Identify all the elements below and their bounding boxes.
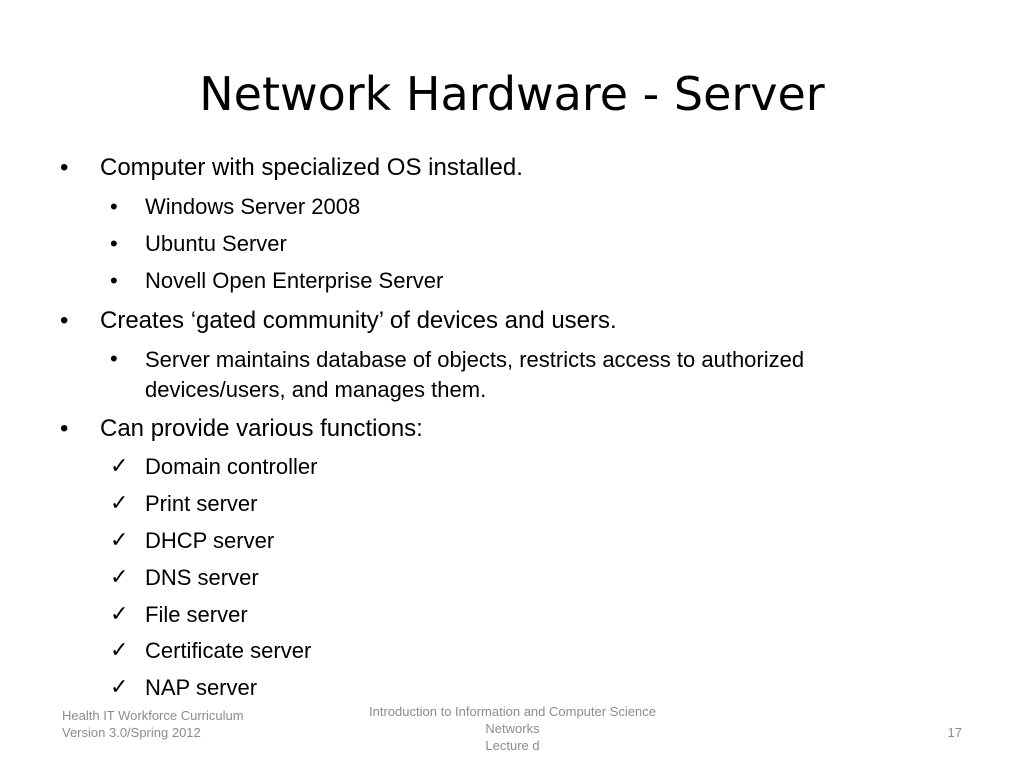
bullet-icon: • (60, 307, 69, 334)
check-item-text: Certificate server (145, 638, 312, 663)
bullet-text: Creates ‘gated community’ of devices and… (100, 307, 617, 334)
bullet-text: Computer with specialized OS installed. (100, 154, 523, 181)
checkmark-icon: ✓ (110, 528, 129, 553)
sub-bullet-text: Windows Server 2008 (145, 194, 361, 219)
slide-title: Network Hardware - Server (199, 67, 825, 121)
footer-curriculum: Health IT Workforce Curriculum Version 3… (62, 707, 342, 741)
check-item-text: File server (145, 602, 248, 627)
bullet-icon: • (110, 346, 118, 371)
sub-bullet-text: Server maintains database of objects, re… (145, 347, 805, 402)
bullet-text: Can provide various functions: (100, 415, 423, 442)
footer-course-title: Introduction to Information and Computer… (369, 704, 656, 719)
page-number: 17 (947, 725, 962, 740)
footer-version: Version 3.0/Spring 2012 (62, 725, 201, 740)
sub-bullet-text: Ubuntu Server (145, 231, 287, 256)
footer-unit: Networks (485, 721, 540, 736)
bullet-icon: • (60, 415, 69, 442)
bullet-icon: • (110, 194, 118, 219)
check-item-text: Domain controller (145, 454, 318, 479)
bullet-icon: • (110, 268, 118, 293)
footer-course: Introduction to Information and Computer… (340, 703, 685, 754)
checkmark-icon: ✓ (110, 602, 129, 627)
checkmark-icon: ✓ (110, 565, 129, 590)
bullet-icon: • (110, 231, 118, 256)
checkmark-icon: ✓ (110, 491, 129, 516)
check-item-text: Print server (145, 491, 258, 516)
sub-bullet-text: Novell Open Enterprise Server (145, 268, 444, 293)
check-item-text: DHCP server (145, 528, 275, 553)
bullet-icon: • (60, 154, 69, 181)
footer-lecture: Lecture d (485, 738, 540, 753)
check-item-text: NAP server (145, 675, 258, 700)
checkmark-icon: ✓ (110, 454, 129, 479)
footer-curriculum-name: Health IT Workforce Curriculum (62, 708, 244, 723)
checkmark-icon: ✓ (110, 675, 129, 700)
checkmark-icon: ✓ (110, 638, 129, 663)
check-item-text: DNS server (145, 565, 259, 590)
